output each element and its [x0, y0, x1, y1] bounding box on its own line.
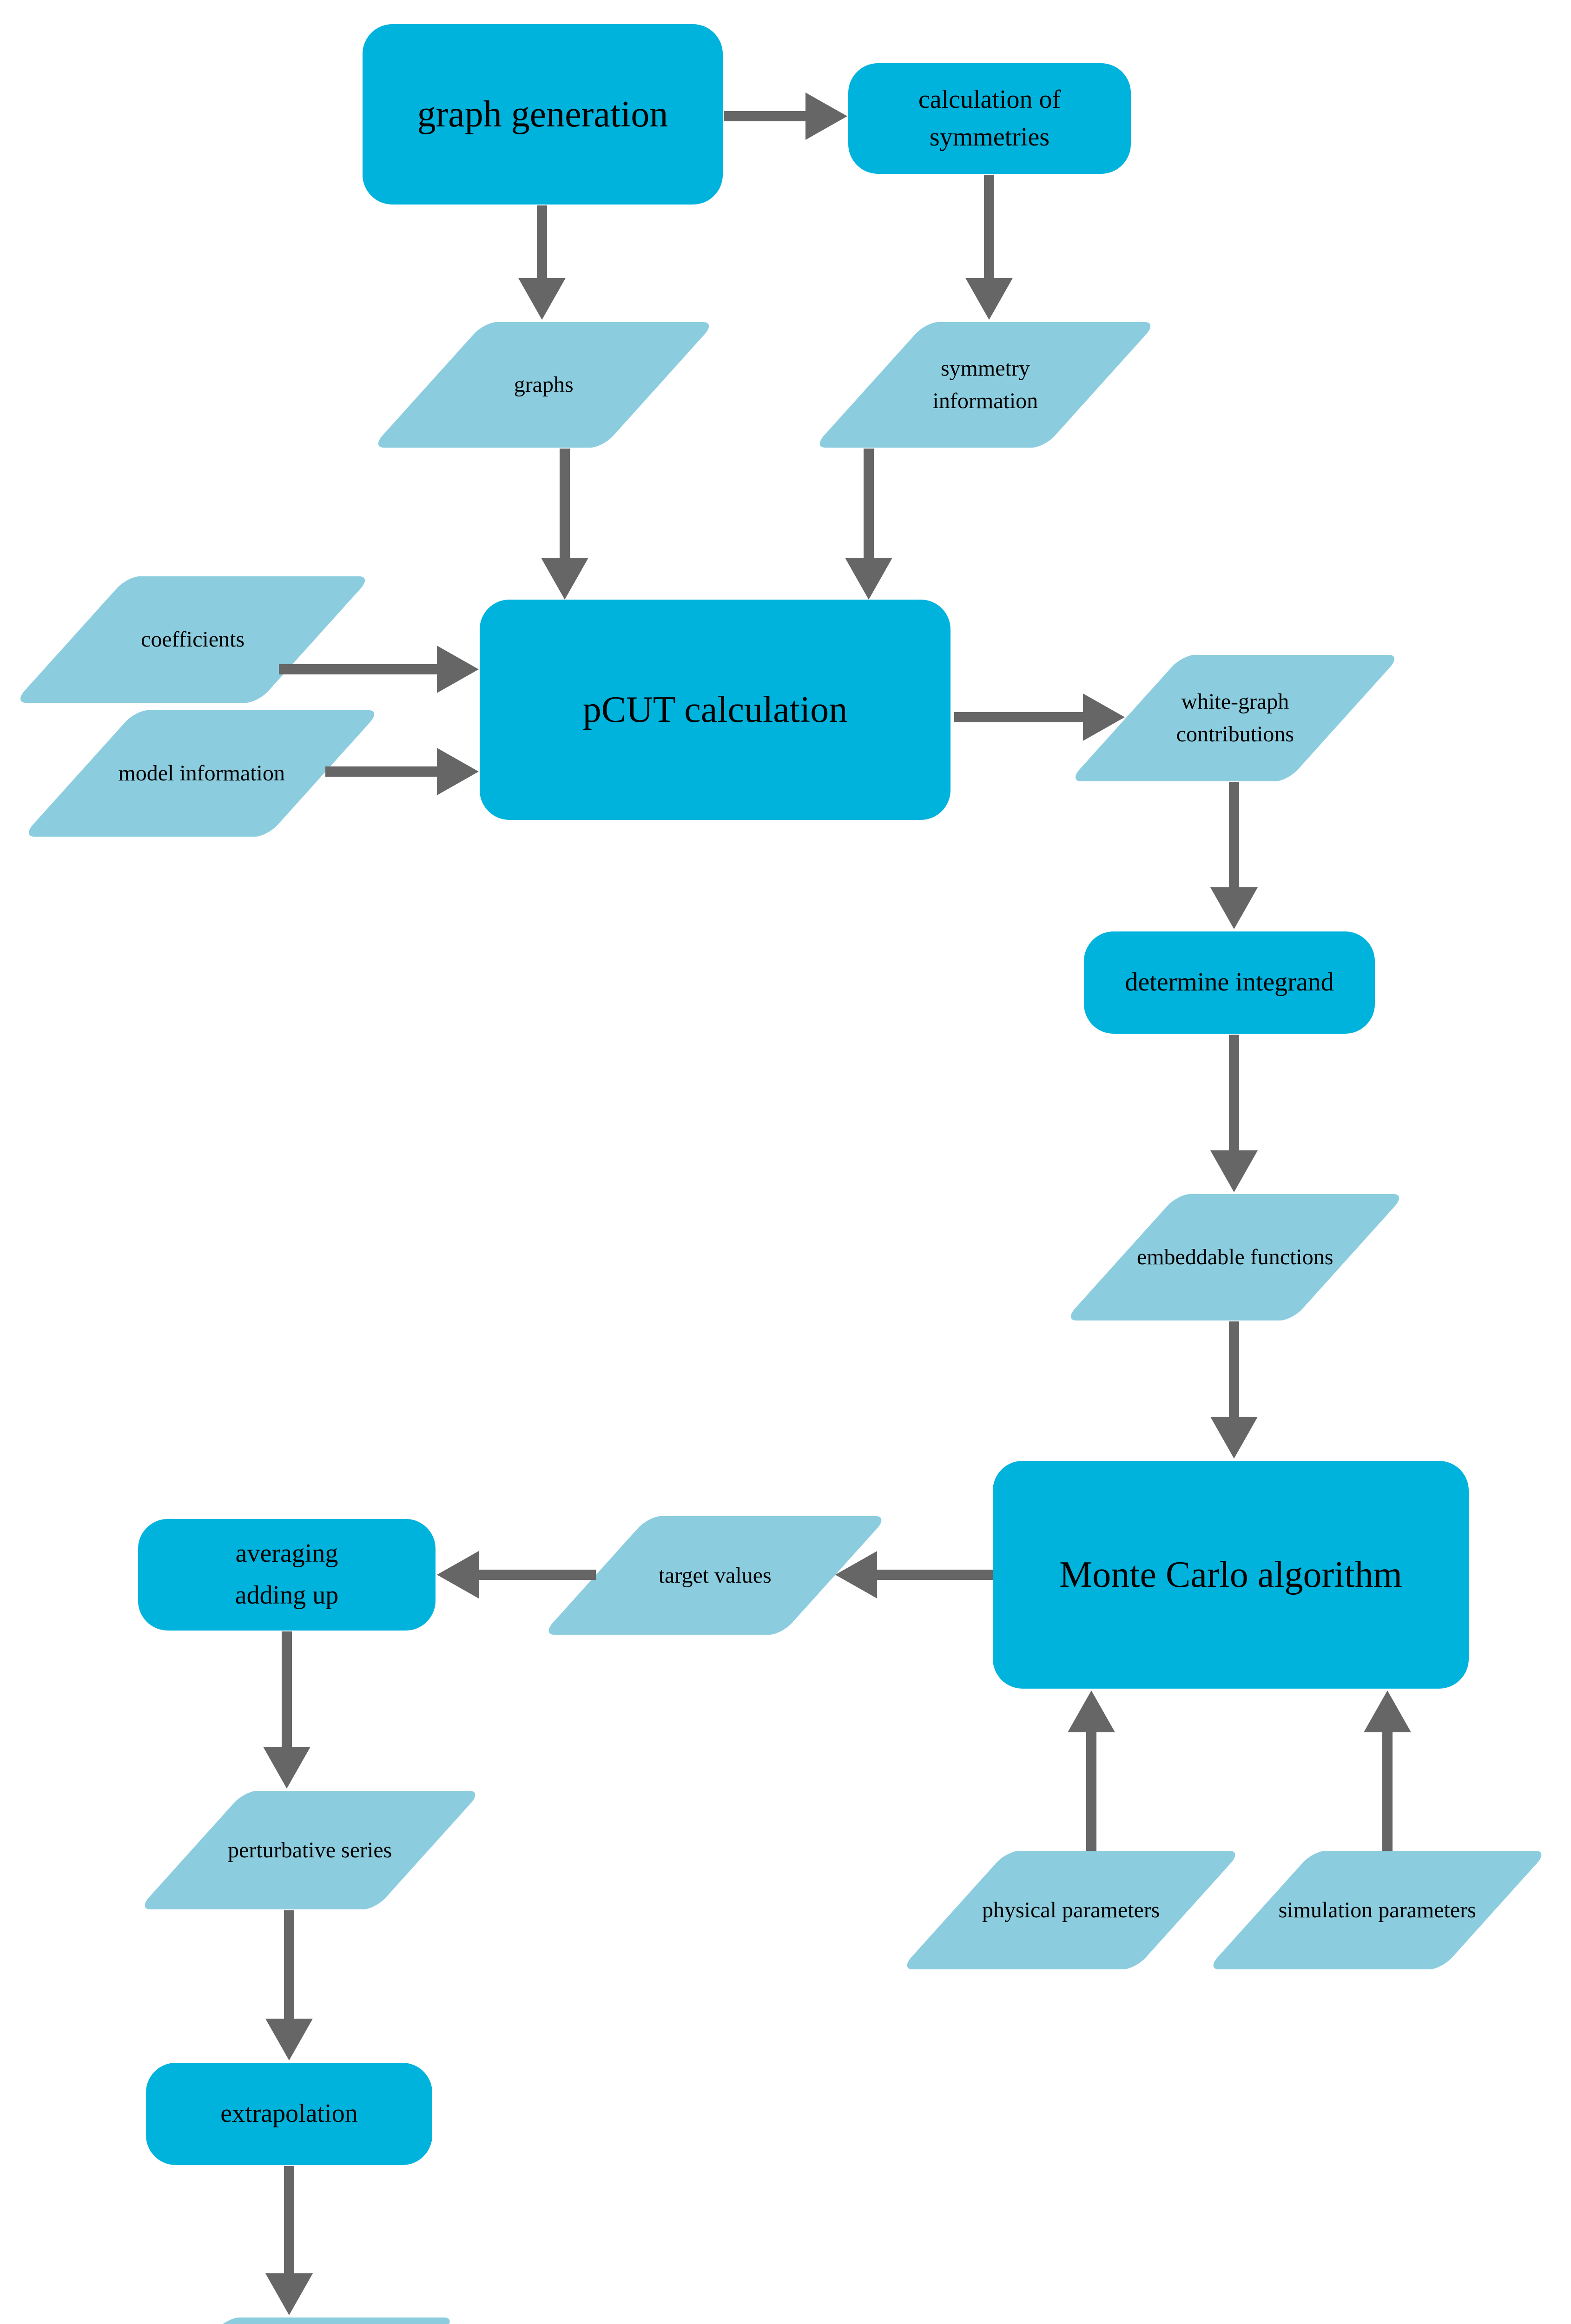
node-graph-generation: graph generation	[363, 24, 723, 205]
node-pcut-calculation: pCUT calculation	[480, 600, 951, 820]
arrow-shaft	[724, 111, 805, 121]
arrowhead-right-icon	[805, 92, 847, 140]
arrow-shaft	[984, 175, 994, 278]
node-graphs: graphs	[371, 322, 716, 448]
node-embeddable-functions: embeddable functions	[1064, 1194, 1406, 1320]
arrowhead-down-icon	[518, 278, 566, 320]
node-coefficients: coefficients	[13, 576, 372, 703]
arrow-shaft	[1229, 1321, 1239, 1417]
node-determine-integrand: determine integrand	[1084, 931, 1375, 1034]
arrowhead-down-icon	[965, 278, 1013, 320]
arrow-shaft	[282, 1631, 292, 1747]
arrowhead-down-icon	[845, 558, 892, 600]
arrowhead-down-icon	[265, 2273, 313, 2315]
node-perturbative-series: perturbative series	[138, 1791, 482, 1909]
node-label: physical parameters	[982, 1897, 1160, 1922]
node-calculation-of-symmetries: calculation of symmetries	[848, 63, 1131, 174]
node-label: embeddable functions	[1136, 1245, 1333, 1270]
arrow-shaft	[537, 205, 547, 278]
arrow-shaft	[284, 1910, 294, 2019]
node-label: symmetry information	[932, 356, 1038, 413]
arrow-shaft	[864, 449, 874, 558]
node-dispersion-critical-point-critical-exponent: dispersion critical point critical expon…	[110, 2317, 457, 2324]
arrowhead-down-icon	[263, 1747, 310, 1789]
node-label: coefficients	[140, 627, 244, 652]
node-label: determine integrand	[1125, 968, 1334, 997]
node-label: Monte Carlo algorithm	[1059, 1554, 1402, 1595]
arrow-shaft	[284, 2166, 294, 2273]
node-label: averaging adding up	[235, 1539, 339, 1610]
node-label: model information	[118, 761, 285, 786]
node-label: perturbative series	[228, 1837, 392, 1862]
node-label: graphs	[514, 372, 574, 397]
node-label: target values	[658, 1563, 772, 1588]
arrowhead-up-icon	[1364, 1690, 1411, 1732]
node-label: pCUT calculation	[582, 689, 848, 730]
node-label: simulation parameters	[1278, 1897, 1477, 1922]
node-label: extrapolation	[220, 2099, 358, 2128]
arrow-shaft	[954, 712, 1083, 722]
node-monte-carlo-algorithm: Monte Carlo algorithm	[993, 1461, 1469, 1689]
node-simulation-parameters: simulation parameters	[1207, 1851, 1548, 1969]
arrowhead-right-icon	[437, 748, 479, 795]
arrowhead-down-icon	[1210, 887, 1258, 929]
arrowhead-left-icon	[437, 1551, 479, 1598]
arrow-shaft	[325, 766, 437, 777]
arrowhead-down-icon	[265, 2019, 313, 2060]
node-label: graph generation	[417, 94, 668, 135]
arrow-shaft	[1086, 1732, 1096, 1851]
arrow-shaft	[877, 1570, 993, 1580]
node-symmetry-information: symmetry information	[813, 322, 1157, 448]
arrow-shaft	[279, 664, 437, 674]
arrow-shaft	[1229, 1035, 1239, 1150]
node-physical-parameters: physical parameters	[900, 1851, 1242, 1969]
arrowhead-left-icon	[835, 1551, 877, 1598]
arrow-shaft	[560, 449, 570, 558]
node-averaging-adding-up: averaging adding up	[138, 1519, 436, 1631]
node-label: calculation of symmetries	[918, 85, 1061, 152]
arrowhead-down-icon	[1210, 1150, 1258, 1192]
arrowhead-right-icon	[1083, 693, 1125, 741]
node-extrapolation: extrapolation	[146, 2063, 432, 2165]
arrow-shaft	[1382, 1732, 1393, 1851]
arrowhead-down-icon	[1210, 1417, 1258, 1459]
arrowhead-down-icon	[541, 558, 588, 600]
arrow-shaft	[1229, 782, 1239, 887]
arrowhead-up-icon	[1068, 1690, 1115, 1732]
arrow-shaft	[479, 1570, 596, 1580]
arrowhead-right-icon	[437, 646, 479, 693]
node-label: white-graph contributions	[1176, 689, 1294, 746]
